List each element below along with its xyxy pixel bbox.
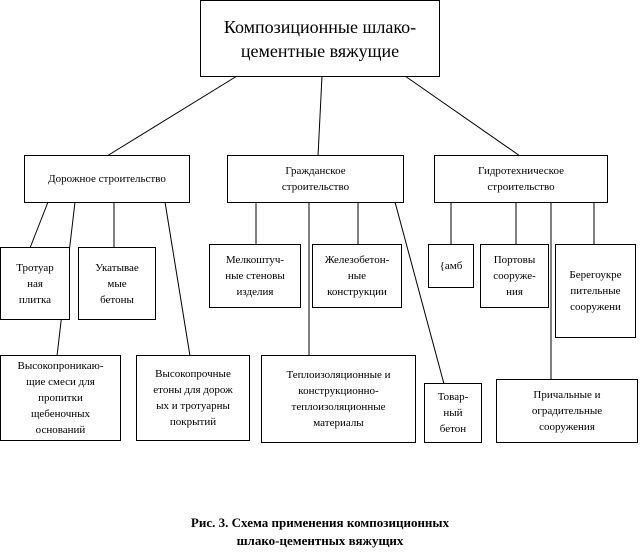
civil-smallwall-box: Мелкоштуч- ные стеновы изделия	[209, 244, 301, 308]
hydro-dam-label: {амб	[439, 260, 463, 272]
civil-smallwall-label: Мелкоштуч- ные стеновы изделия	[225, 254, 285, 298]
road-rolled-label: Укатывае мые бетоны	[95, 261, 139, 306]
road-highstrength-label: Высокопрочные етоны для дорож ых и троту…	[153, 368, 233, 428]
road-impregnation-box: Высокопроникаю- щие смеси для пропитки щ…	[0, 355, 121, 441]
hydro-shore-box: Берегоукре пительные сооружени	[555, 244, 636, 338]
road-rolled-box: Укатывае мые бетоны	[78, 247, 156, 320]
branch-road-label: Дорожное строительство	[48, 173, 166, 185]
branch-hydro-box: Гидротехническое строительство	[434, 155, 608, 203]
road-impregnation-label: Высокопроникаю- щие смеси для пропитки щ…	[17, 360, 104, 436]
connector-road-highstrength	[164, 201, 191, 357]
hydro-port-label: Портовы сооруже- ния	[493, 254, 536, 298]
road-sidewalk-box: Тротуар ная плитка	[0, 247, 70, 320]
branch-road-box: Дорожное строительство	[24, 155, 190, 203]
hydro-port-box: Портовы сооруже- ния	[480, 244, 549, 308]
civil-reinforced-label: Железобетон- ные конструкции	[324, 254, 390, 298]
hydro-shore-label: Берегоукре пительные сооружени	[569, 269, 622, 313]
civil-insulation-box: Теплоизоляционные и конструкционно- тепл…	[261, 355, 416, 443]
connector-root-hydro	[404, 75, 521, 157]
branch-civil-box: Гражданское строительство	[227, 155, 404, 203]
root-label: Композиционные шлако- цементные вяжущие	[223, 16, 417, 61]
hydro-berth-label: Причальные и оградительные сооружения	[531, 389, 603, 433]
branch-civil-label: Гражданское строительство	[281, 165, 350, 193]
figure-caption: Рис. 3. Схема применения композиционных …	[190, 515, 450, 548]
connector-road-sidewalk	[29, 201, 49, 249]
civil-commodity-box: Товар- ный бетон	[424, 383, 482, 443]
hydro-berth-box: Причальные и оградительные сооружения	[496, 379, 638, 443]
road-sidewalk-label: Тротуар ная плитка	[16, 261, 54, 306]
civil-insulation-label: Теплоизоляционные и конструкционно- тепл…	[286, 369, 391, 429]
civil-reinforced-box: Железобетон- ные конструкции	[312, 244, 402, 308]
root-box: Композиционные шлако- цементные вяжущие	[200, 0, 440, 77]
connector-root-road	[106, 75, 238, 157]
road-highstrength-box: Высокопрочные етоны для дорож ых и троту…	[136, 355, 250, 441]
connector-root-civil	[317, 75, 323, 157]
civil-commodity-label: Товар- ный бетон	[437, 391, 469, 435]
connector-civil-commodity	[394, 201, 445, 385]
branch-hydro-label: Гидротехническое строительство	[478, 165, 564, 193]
hydro-dam-box: {амб	[428, 244, 474, 288]
